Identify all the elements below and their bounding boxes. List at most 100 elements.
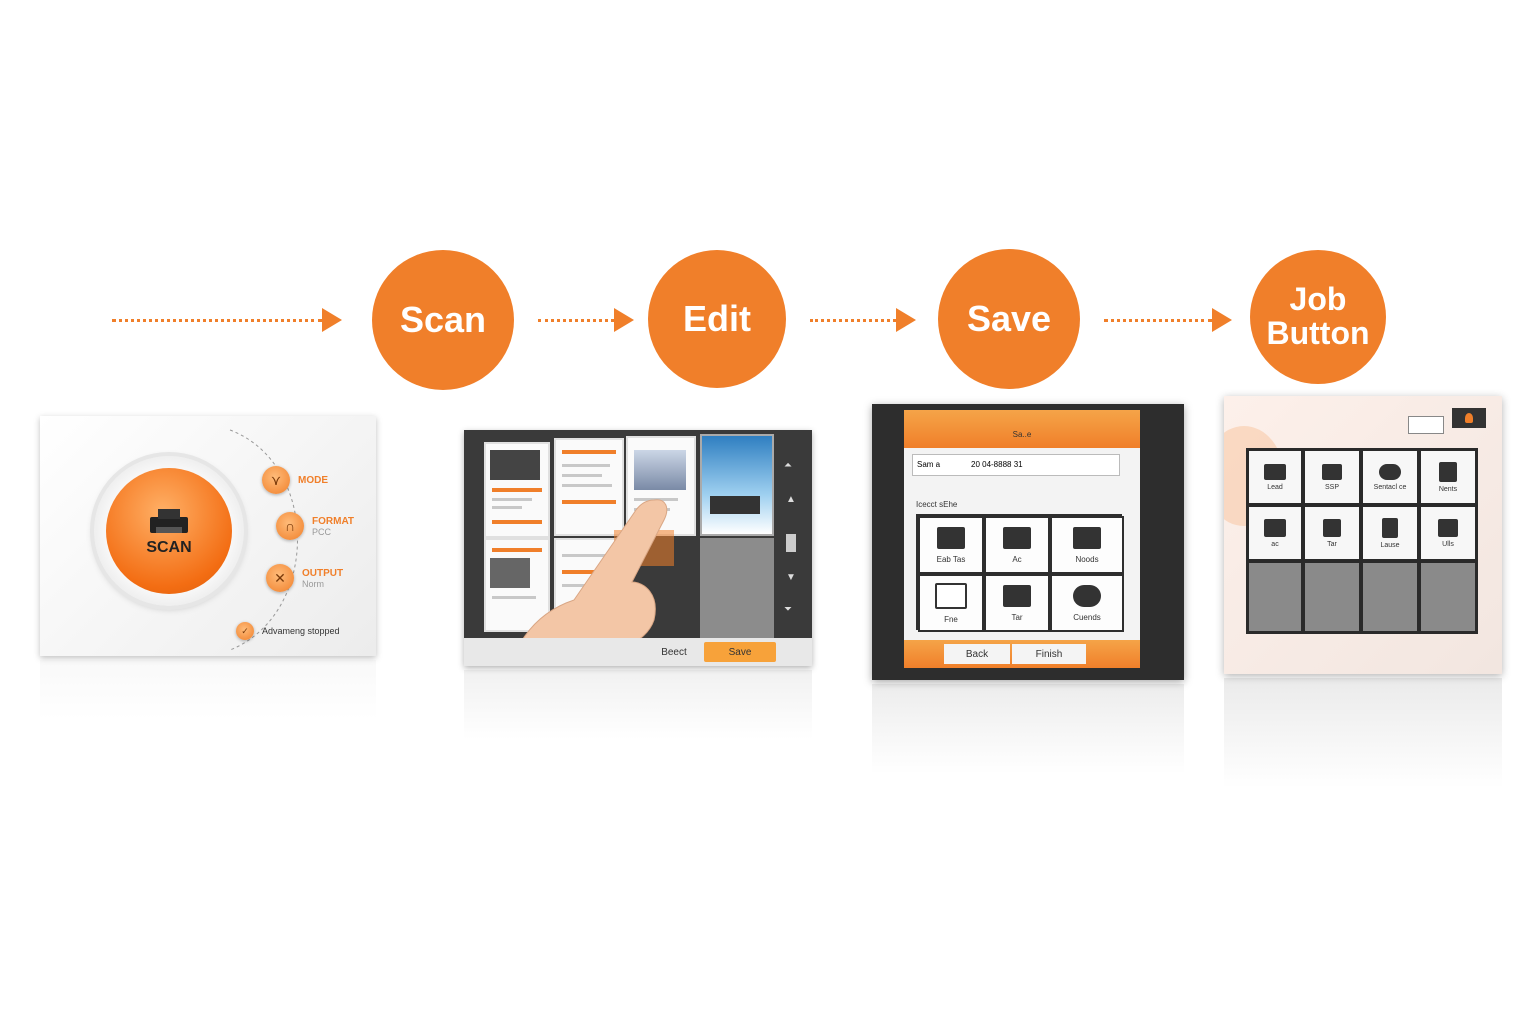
save-title-bar: Sa..e xyxy=(904,410,1140,448)
edit-panel: ⏶ ▲ ▼ ⏷ Beect Save xyxy=(464,430,812,666)
format-value: PCC xyxy=(312,526,332,537)
page-thumbnail[interactable] xyxy=(484,442,550,538)
scroll-thumb[interactable] xyxy=(786,534,796,552)
job-tile[interactable]: Lause xyxy=(1363,507,1417,559)
dest-tile[interactable]: Eab Tas xyxy=(918,516,984,574)
save-footer: Back Finish xyxy=(904,640,1140,668)
flow-arrowhead-4 xyxy=(1212,308,1232,332)
desktop-icon xyxy=(937,526,965,549)
flow-arrow-4 xyxy=(1104,319,1212,322)
save-screen: Sa..e Sam a 20 04-8888 31 Icecct sEhe Ea… xyxy=(904,410,1140,668)
dest-tile[interactable]: Noods xyxy=(1050,516,1124,574)
flow-arrow-1 xyxy=(112,319,322,322)
job-button-panel: Lead SSP Sentacl ce Nents ac Tar Lause U… xyxy=(1224,396,1502,674)
job-tile[interactable]: SSP xyxy=(1305,451,1359,503)
mail-icon xyxy=(935,582,967,609)
empty-job-slot[interactable] xyxy=(1305,563,1359,631)
back-button[interactable]: Back xyxy=(944,644,1010,664)
dest-tile[interactable]: Fne xyxy=(918,574,984,632)
job-button-grid: Lead SSP Sentacl ce Nents ac Tar Lause U… xyxy=(1246,448,1478,634)
flow-arrowhead-1 xyxy=(322,308,342,332)
format-label: FORMAT xyxy=(312,515,355,527)
step-job-button: Job Button xyxy=(1250,250,1386,384)
output-value: Norm xyxy=(302,578,324,589)
folder-icon xyxy=(1322,463,1342,480)
hand-pointer-image xyxy=(511,499,674,660)
destination-grid: Eab Tas Ac Noods Fne Tar Cuends xyxy=(916,514,1124,632)
flow-arrowhead-2 xyxy=(614,308,634,332)
page-thumbnail-selected[interactable] xyxy=(700,434,774,536)
scan-panel: SCAN ⋎ MODE ∩ FORMAT PCC ✕ OUTPUT Norm ✓… xyxy=(40,416,376,656)
job-panel-reflection xyxy=(1224,678,1502,788)
job-tile[interactable]: Nents xyxy=(1421,451,1475,503)
scroll-up-icon[interactable]: ▲ xyxy=(786,494,796,505)
devices-icon xyxy=(1073,526,1101,549)
output-icon: ✕ xyxy=(266,564,294,592)
save-title: Sa..e xyxy=(1012,430,1032,439)
save-button[interactable]: Save xyxy=(704,642,776,662)
scan-button-ring: SCAN xyxy=(94,456,244,606)
edit-toolbar: Beect Save xyxy=(464,638,812,666)
format-option[interactable]: ∩ FORMAT PCC xyxy=(276,512,354,540)
job-tile[interactable]: Sentacl ce xyxy=(1363,451,1417,503)
name-field[interactable]: Sam a 20 04-8888 31 xyxy=(912,454,1120,476)
page-thumbnail[interactable] xyxy=(484,538,550,632)
mail-icon xyxy=(1264,463,1286,480)
save-button-label: Save xyxy=(728,646,752,658)
select-button[interactable]: Beect xyxy=(644,642,704,662)
status-icon: ✓ xyxy=(236,622,254,640)
cloud-icon xyxy=(1073,584,1101,607)
save-panel: Sa..e Sam a 20 04-8888 31 Icecct sEhe Ea… xyxy=(872,404,1184,680)
power-control[interactable] xyxy=(1452,408,1486,428)
flow-arrow-2 xyxy=(538,319,614,322)
format-icon: ∩ xyxy=(276,512,304,540)
mode-option[interactable]: ⋎ MODE xyxy=(262,466,328,494)
dest-tile[interactable]: Tar xyxy=(984,574,1050,632)
folder-icon xyxy=(1003,584,1031,607)
job-tile[interactable]: Tar xyxy=(1305,507,1359,559)
finish-button[interactable]: Finish xyxy=(1012,644,1086,664)
file-icon xyxy=(1323,518,1341,537)
output-option[interactable]: ✕ OUTPUT Norm xyxy=(266,564,343,592)
select-button-label: Beect xyxy=(661,646,687,658)
dest-tile[interactable]: Ac xyxy=(984,516,1050,574)
cloud-icon xyxy=(1379,463,1401,480)
job-tile[interactable]: Ulls xyxy=(1421,507,1475,559)
empty-slot xyxy=(700,538,774,638)
scroll-top-icon[interactable]: ⏶ xyxy=(784,460,792,471)
flow-arrowhead-3 xyxy=(896,308,916,332)
output-label: OUTPUT xyxy=(302,567,344,579)
monitor-icon xyxy=(1003,526,1031,549)
job-tile[interactable]: ac xyxy=(1249,507,1301,559)
empty-job-slot[interactable] xyxy=(1421,563,1475,631)
status-text: Advameng stopped xyxy=(262,626,340,636)
scan-button[interactable]: SCAN xyxy=(106,468,232,594)
scroll-bottom-icon[interactable]: ⏷ xyxy=(784,604,792,615)
monitor-icon xyxy=(1264,518,1286,537)
device-icon xyxy=(1438,518,1458,537)
empty-job-slot[interactable] xyxy=(1363,563,1417,631)
step-save: Save xyxy=(938,249,1080,389)
job-tile[interactable]: Lead xyxy=(1249,451,1301,503)
status-row: ✓ Advameng stopped xyxy=(236,622,340,640)
scroll-rail[interactable]: ⏶ ▲ ▼ ⏷ xyxy=(780,438,804,634)
flow-arrow-3 xyxy=(810,319,896,322)
page-thumbnail[interactable] xyxy=(554,438,624,536)
devices-icon xyxy=(1439,461,1457,482)
dest-tile[interactable]: Cuends xyxy=(1050,574,1124,632)
phone-icon xyxy=(1382,517,1398,538)
mode-icon: ⋎ xyxy=(262,466,290,494)
empty-job-slot[interactable] xyxy=(1249,563,1301,631)
step-scan: Scan xyxy=(372,250,514,390)
save-panel-reflection xyxy=(872,684,1184,774)
edit-panel-reflection xyxy=(464,670,812,740)
name-field-value: 20 04-8888 31 xyxy=(971,460,1023,469)
name-field-label: Sam a xyxy=(917,460,941,469)
step-edit: Edit xyxy=(648,250,786,388)
arc-decoration xyxy=(229,429,298,651)
back-button-label: Back xyxy=(965,648,989,660)
finish-button-label: Finish xyxy=(1035,648,1063,660)
window-control[interactable] xyxy=(1408,416,1444,434)
scroll-down-icon[interactable]: ▼ xyxy=(786,572,796,583)
scan-panel-reflection xyxy=(40,660,376,720)
